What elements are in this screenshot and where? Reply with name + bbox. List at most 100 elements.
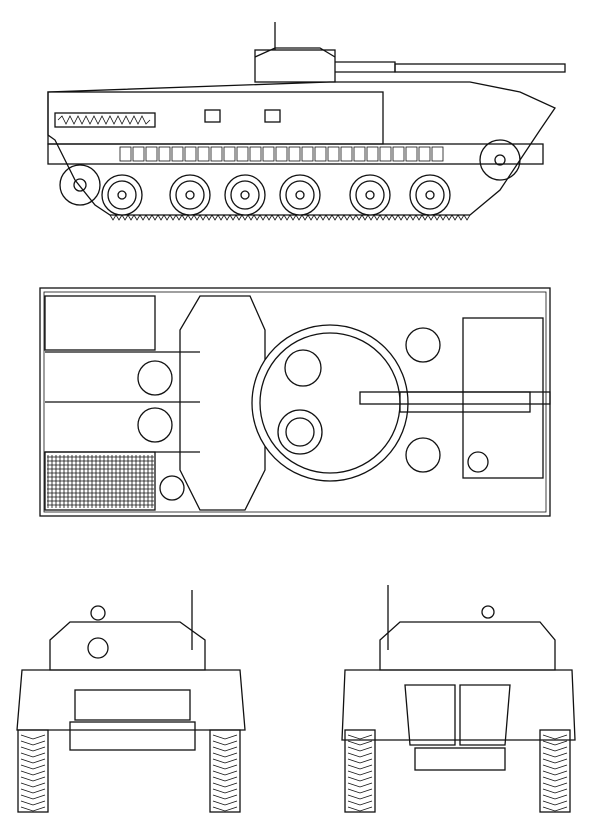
- armor-cell: [405, 146, 418, 162]
- track-link: [20, 764, 46, 770]
- track-tooth: [325, 214, 333, 221]
- track-link: [20, 740, 46, 746]
- track-link: [212, 770, 238, 776]
- armor-cell: [301, 146, 314, 162]
- armor-cell: [314, 146, 327, 162]
- track-tooth: [211, 214, 219, 221]
- track-link: [347, 734, 373, 740]
- track-tooth: [331, 214, 339, 221]
- track-tooth: [415, 214, 423, 221]
- track-tooth: [283, 214, 291, 221]
- track-tooth: [433, 214, 441, 221]
- track-link: [20, 794, 46, 800]
- track-link: [212, 800, 238, 806]
- armor-cell: [327, 146, 340, 162]
- track-link: [212, 740, 238, 746]
- track-tooth: [217, 214, 225, 221]
- armor-cell: [366, 146, 379, 162]
- road-wheel-center: [117, 190, 127, 200]
- track-tooth: [391, 214, 399, 221]
- track-link: [347, 746, 373, 752]
- road-wheel-center: [240, 190, 250, 200]
- track-tooth: [121, 214, 129, 221]
- track-link: [542, 770, 568, 776]
- road-wheel-hub: [175, 180, 205, 210]
- track-link: [542, 740, 568, 746]
- track-link: [212, 782, 238, 788]
- track-link: [542, 788, 568, 794]
- track-tooth: [367, 214, 375, 221]
- top-view: [39, 287, 551, 517]
- armor-cell: [340, 146, 353, 162]
- track-link: [542, 782, 568, 788]
- armor-cell: [223, 146, 236, 162]
- track-tooth: [361, 214, 369, 221]
- track-tooth: [337, 214, 345, 221]
- track-tooth: [163, 214, 171, 221]
- track-link: [212, 806, 238, 812]
- track-link: [542, 734, 568, 740]
- track-link: [212, 764, 238, 770]
- track-link: [20, 770, 46, 776]
- track-tooth: [229, 214, 237, 221]
- road-wheel-hub: [107, 180, 137, 210]
- track: [209, 729, 241, 813]
- track-link: [212, 734, 238, 740]
- road-wheel-center: [185, 190, 195, 200]
- track-tooth: [199, 214, 207, 221]
- track-tooth: [403, 214, 411, 221]
- track-tooth: [145, 214, 153, 221]
- track-tooth: [307, 214, 315, 221]
- armor-cell: [119, 146, 132, 162]
- track-link: [347, 776, 373, 782]
- track-tooth: [109, 214, 117, 221]
- road-wheel-hub: [415, 180, 445, 210]
- road-wheel-hub: [285, 180, 315, 210]
- armor-cell: [197, 146, 210, 162]
- track-tooth: [151, 214, 159, 221]
- track-tooth: [241, 214, 249, 221]
- track-link: [212, 758, 238, 764]
- track-tooth: [289, 214, 297, 221]
- track-tooth: [187, 214, 195, 221]
- track-link: [212, 776, 238, 782]
- track-link: [20, 806, 46, 812]
- track-link: [347, 770, 373, 776]
- armor-cell: [249, 146, 262, 162]
- track-tooth: [427, 214, 435, 221]
- armor-cell: [132, 146, 145, 162]
- track-tooth: [259, 214, 267, 221]
- track-tooth: [319, 214, 327, 221]
- road-wheel-hub: [230, 180, 260, 210]
- track-tooth: [451, 214, 459, 221]
- track-tooth: [169, 214, 177, 221]
- track-tooth: [235, 214, 243, 221]
- track-link: [20, 752, 46, 758]
- track-link: [20, 746, 46, 752]
- track-tooth: [247, 214, 255, 221]
- track-link: [347, 788, 373, 794]
- side-view: [47, 22, 566, 221]
- track-tooth: [277, 214, 285, 221]
- track-link: [542, 806, 568, 812]
- track-tooth: [421, 214, 429, 221]
- track-link: [347, 800, 373, 806]
- track-link: [212, 752, 238, 758]
- track-tooth: [175, 214, 183, 221]
- track-tooth: [301, 214, 309, 221]
- armor-cell: [288, 146, 301, 162]
- track-tooth: [373, 214, 381, 221]
- track-tooth: [379, 214, 387, 221]
- armor-cell: [379, 146, 392, 162]
- track-tooth: [445, 214, 453, 221]
- track-link: [347, 764, 373, 770]
- track-link: [347, 752, 373, 758]
- track-tooth: [463, 214, 471, 221]
- track-tooth: [355, 214, 363, 221]
- track-link: [20, 800, 46, 806]
- armor-cell: [210, 146, 223, 162]
- front-view: [16, 590, 246, 813]
- armor-cell: [418, 146, 431, 162]
- track-link: [542, 794, 568, 800]
